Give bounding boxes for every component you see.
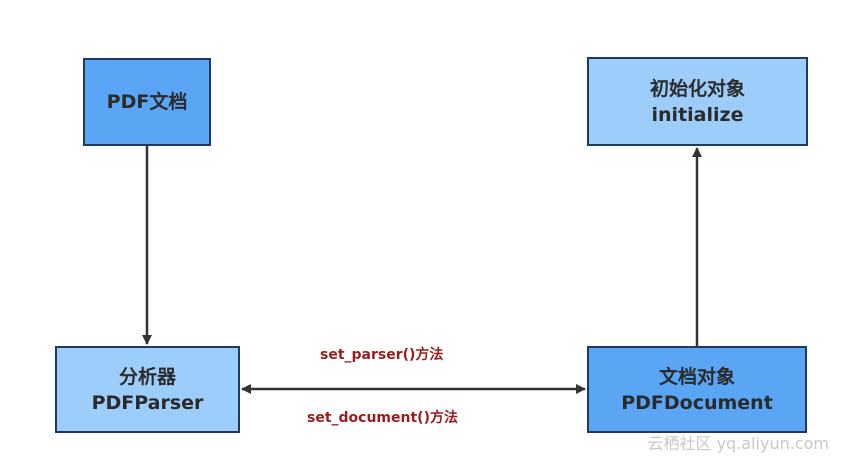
node-pdfdocument-subtitle: PDFDocument [621, 391, 773, 414]
node-initialize-subtitle: initialize [651, 103, 744, 126]
node-pdfparser: 分析器 PDFParser [55, 346, 240, 433]
node-initialize: 初始化对象 initialize [587, 57, 808, 146]
node-pdf-document: PDF文档 [83, 58, 211, 146]
edge-label-set-parser: set_parser()方法 [320, 347, 444, 363]
edge-label-set-document: set_document()方法 [307, 410, 458, 426]
node-initialize-title: 初始化对象 [649, 77, 745, 100]
node-pdfdocument: 文档对象 PDFDocument [587, 346, 807, 433]
node-pdfparser-subtitle: PDFParser [91, 391, 204, 414]
node-pdf-document-label: PDF文档 [106, 91, 188, 113]
watermark: 云栖社区 yq.aliyun.com [647, 434, 829, 453]
node-pdfdocument-title: 文档对象 [658, 365, 735, 388]
node-pdfparser-title: 分析器 [118, 365, 176, 388]
